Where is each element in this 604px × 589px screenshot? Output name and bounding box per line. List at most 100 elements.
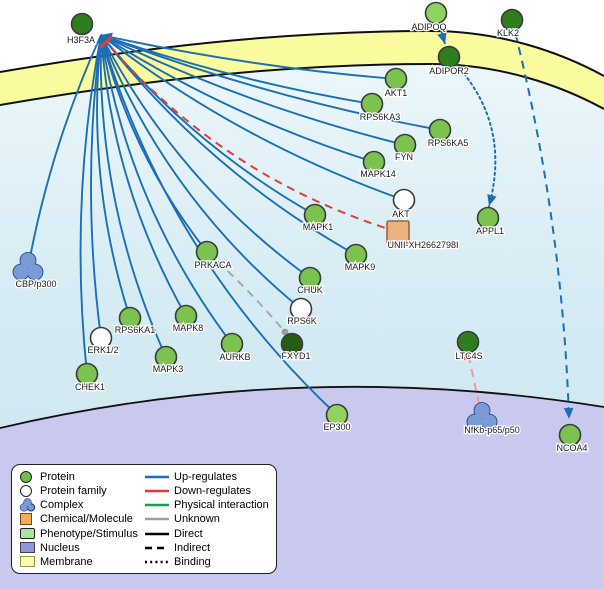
node-mapk3[interactable]: MAPK3 xyxy=(151,345,185,375)
node-label-klk2: KLK2 xyxy=(497,28,519,38)
nucleus-edge xyxy=(0,385,604,429)
protein-icon xyxy=(20,471,40,483)
unknown-endpoint-dot-icon xyxy=(281,328,289,336)
edge-rps6ka5-h3f3a xyxy=(100,34,441,131)
node-label-chek1: CHEK1 xyxy=(75,382,105,392)
node-label-fyn: FYN xyxy=(395,152,413,162)
node-appl1[interactable]: APPL1 xyxy=(475,206,505,237)
node-ep300[interactable]: EP300 xyxy=(322,403,352,433)
node-h3f3a[interactable]: H3F3A xyxy=(66,12,96,46)
node-label-ltc4s: LTC4S xyxy=(455,351,482,361)
legend-line-label-5: Indirect xyxy=(174,541,211,554)
legend-shape-label-family: Protein family xyxy=(40,485,107,498)
edge-markers-layer xyxy=(98,32,574,419)
node-label-rps6ka3: RPS6KA3 xyxy=(360,112,401,122)
node-label-appl1: APPL1 xyxy=(476,226,504,236)
node-ltc4s[interactable]: LTC4S xyxy=(454,330,484,362)
node-fxyd1[interactable]: FXYD1 xyxy=(280,332,312,362)
legend-shape-row-nucleus: Nucleus xyxy=(20,541,144,555)
edge-rps6ka1-h3f3a xyxy=(96,34,131,319)
legend-line-sample-icon xyxy=(144,473,174,481)
node-chek1[interactable]: CHEK1 xyxy=(74,362,106,393)
legend-shape-row-phenotype: Phenotype/Stimulus xyxy=(20,527,144,541)
phenotype-icon xyxy=(20,528,40,540)
node-chuk[interactable]: CHUK xyxy=(296,266,324,296)
node-nfkb[interactable]: NfKb-p65/p50 xyxy=(463,402,521,436)
node-rps6ka1[interactable]: RPS6KA1 xyxy=(113,306,157,336)
node-rps6k[interactable]: RPS6K xyxy=(286,297,318,327)
node-label-akt: AKT xyxy=(392,209,410,219)
membrane-icon xyxy=(20,556,40,568)
legend-line-row-5: Indirect xyxy=(144,541,270,555)
node-label-unii: UNII-XH2662798I xyxy=(387,240,458,250)
edge-erk12-h3f3a xyxy=(90,34,102,339)
legend-line-label-3: Unknown xyxy=(174,513,220,526)
edge-unii-target xyxy=(105,41,399,233)
node-label-erk12: ERK1/2 xyxy=(87,345,118,355)
legend-shape-label-membrane: Membrane xyxy=(40,555,93,568)
legend-line-sample-icon xyxy=(144,515,174,523)
edge-adipor2-target xyxy=(448,56,497,207)
node-erk12[interactable]: ERK1/2 xyxy=(86,326,120,356)
node-label-ep300: EP300 xyxy=(323,422,350,432)
node-mapk14[interactable]: MAPK14 xyxy=(359,150,397,180)
node-klk2[interactable]: KLK2 xyxy=(496,8,524,39)
edge-ep300-h3f3a xyxy=(100,34,338,416)
legend-line-row-3: Unknown xyxy=(144,512,270,526)
complex-icon xyxy=(20,498,40,512)
arrowhead-icon xyxy=(563,407,574,419)
family-icon xyxy=(20,485,40,498)
node-label-fxyd1: FXYD1 xyxy=(281,351,310,361)
node-akt1[interactable]: AKT1 xyxy=(383,67,409,99)
node-label-cbp: CBP/p300 xyxy=(15,279,56,289)
inhibition-tbar-icon xyxy=(460,353,478,361)
legend-line-row-1: Down-regulates xyxy=(144,484,270,498)
edge-fyn-h3f3a xyxy=(100,34,406,146)
legend-shape-row-complex: Complex xyxy=(20,498,144,512)
legend-line-sample-icon xyxy=(144,501,174,509)
node-rps6ka3[interactable]: RPS6KA3 xyxy=(358,92,402,123)
node-mapk1[interactable]: MAPK1 xyxy=(301,203,335,233)
node-label-rps6ka5: RPS6KA5 xyxy=(428,138,469,148)
edge-chuk-h3f3a xyxy=(100,34,311,279)
inhibition-tbar-icon xyxy=(98,35,114,49)
node-rps6ka5[interactable]: RPS6KA5 xyxy=(426,118,470,149)
node-adipor2[interactable]: ADIPOR2 xyxy=(428,45,470,77)
legend-line-label-2: Physical interaction xyxy=(174,499,269,512)
node-ncoa4[interactable]: NCOA4 xyxy=(555,423,589,454)
node-adipoq[interactable]: ADIPOQ xyxy=(410,1,448,33)
nodes-layer: H3F3A ADIPOQ KLK2ADIPOR2AKT1RPS6KA3RPS6KA5… xyxy=(12,1,589,454)
legend-shape-row-membrane: Membrane xyxy=(20,555,144,569)
legend-line-row-0: Up-regulates xyxy=(144,470,270,484)
node-label-mapk8: MAPK8 xyxy=(173,323,204,333)
node-akt[interactable]: AKT xyxy=(391,188,416,220)
legend-shape-row-family: Protein family xyxy=(20,484,144,498)
edge-cbp-h3f3a xyxy=(27,34,102,269)
edge-mapk8-h3f3a xyxy=(100,34,187,317)
membrane-inner-edge xyxy=(0,62,604,110)
legend-line-sample-icon xyxy=(144,530,174,538)
legend-shape-row-chemical: Chemical/Molecule xyxy=(20,512,144,526)
legend-shape-label-nucleus: Nucleus xyxy=(40,541,80,554)
node-label-ncoa4: NCOA4 xyxy=(556,443,587,453)
legend-line-sample-icon xyxy=(144,544,174,552)
legend-line-row-2: Physical interaction xyxy=(144,498,270,512)
edge-aurkb-h3f3a xyxy=(100,34,233,345)
edge-mapk14-h3f3a xyxy=(100,34,375,163)
node-label-rps6k: RPS6K xyxy=(287,316,317,326)
legend-line-label-6: Binding xyxy=(174,555,211,568)
nucleus-icon xyxy=(20,542,40,554)
node-aurkb[interactable]: AURKB xyxy=(218,332,252,363)
node-prkaca[interactable]: PRKACA xyxy=(193,240,233,271)
node-label-chuk: CHUK xyxy=(297,285,323,295)
node-mapk8[interactable]: MAPK8 xyxy=(171,304,205,334)
node-cbp[interactable]: CBP/p300 xyxy=(12,252,58,290)
node-fyn[interactable]: FYN xyxy=(393,133,417,163)
legend-line-label-0: Up-regulates xyxy=(174,471,237,483)
node-mapk9[interactable]: MAPK9 xyxy=(343,243,377,273)
node-label-mapk9: MAPK9 xyxy=(345,262,376,272)
node-unii[interactable]: UNII-XH2662798I xyxy=(386,220,460,251)
node-label-aurkb: AURKB xyxy=(219,352,250,362)
